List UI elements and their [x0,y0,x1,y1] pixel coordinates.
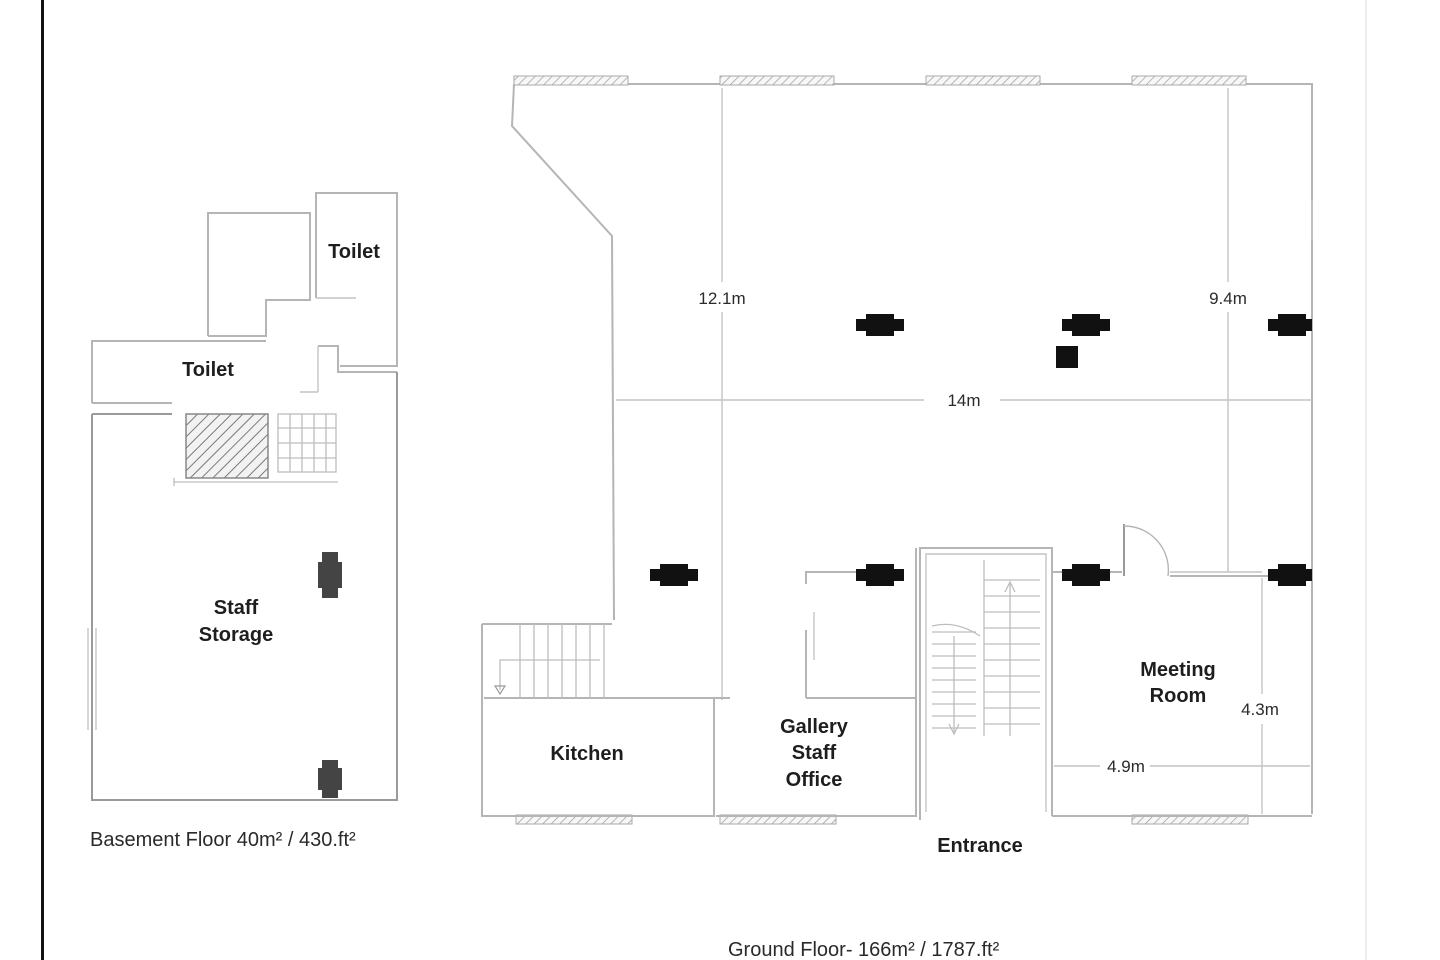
room-label-kitchen: Kitchen [550,743,623,765]
column-pillar [1268,564,1312,586]
basement-floor-plan: Toilet Toilet Staff Storage Basement Flo… [87,192,398,851]
ground-caption: Ground Floor- 166m² / 1787.ft² [728,939,1000,960]
ground-kitchen-staircase [493,624,605,698]
column-pillar [1268,314,1312,336]
column-pillar [1062,314,1110,336]
ground-entrance-staircase [931,560,1040,736]
page-border-line [41,0,44,960]
basement-pillar [318,552,342,598]
window [925,75,1041,86]
basement-caption: Basement Floor 40m² / 430.ft² [90,829,356,851]
basement-pillar [318,760,342,798]
room-label-toilet-lower: Toilet [182,359,234,381]
column-pillar [650,564,698,586]
room-label-toilet-upper: Toilet [328,241,380,263]
ground-floor-plan: 12.1m 9.4m 14m 4.3m 4.9m Kitchen Gallery… [481,75,1313,960]
dimension-label-width: 14m [947,391,980,410]
dimension-label-depth-right: 9.4m [1209,289,1247,308]
room-label-gallery-2: Staff [792,742,837,764]
room-label-meeting-2: Room [1150,685,1207,707]
room-label-entrance: Entrance [937,835,1023,857]
room-label-meeting-1: Meeting [1140,659,1216,681]
column-pillar [1062,564,1110,586]
dimension-label-depth-left: 12.1m [698,289,745,308]
basement-hatched-void [185,413,269,479]
window [719,75,835,86]
basement-staircase [173,413,338,486]
window [513,75,629,86]
room-label-staff-storage-1: Staff [214,597,259,619]
room-label-gallery-1: Gallery [780,716,849,738]
dimension-label-meeting-depth: 4.3m [1241,700,1279,719]
dimension-label-meeting-width: 4.9m [1107,757,1145,776]
column-pillar [856,314,904,336]
room-label-staff-storage-2: Storage [199,624,273,646]
room-label-gallery-3: Office [786,769,843,791]
window [1131,75,1247,86]
column-pillar-square [1056,346,1078,368]
column-pillar [856,564,904,586]
